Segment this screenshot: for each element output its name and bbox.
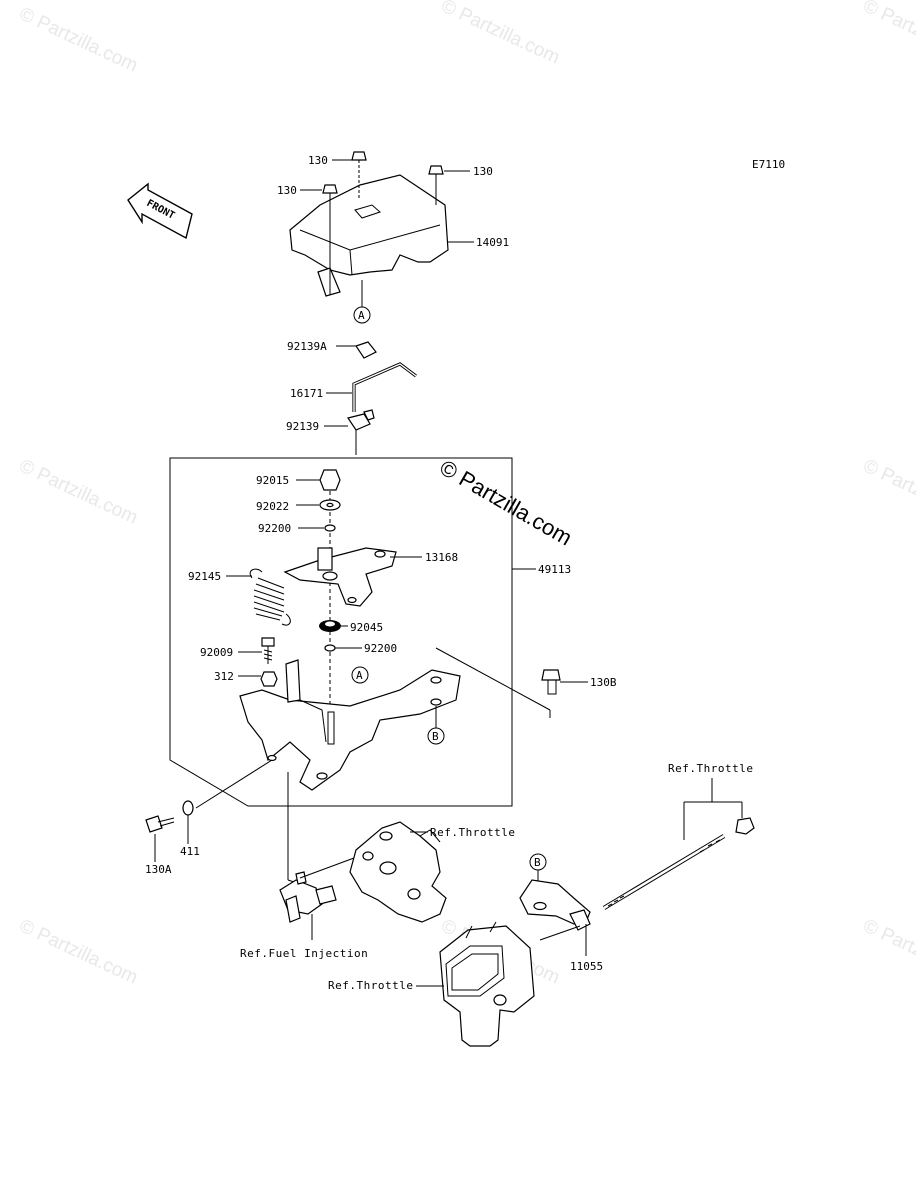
ref-throttle-1[interactable]: Ref.Throttle [430, 826, 515, 839]
watermark: © Partzilla.com [860, 455, 916, 528]
label-92139[interactable]: 92139 [286, 420, 319, 433]
label-13168[interactable]: 13168 [425, 551, 458, 564]
washer-411 [182, 800, 194, 816]
callout-b-right: B [534, 856, 541, 869]
bracket-plate [239, 659, 461, 791]
washer-92200-a [324, 524, 336, 532]
callout-a-assembly: A [356, 669, 363, 682]
bolt-130-top [351, 151, 367, 200]
bolt-92009 [261, 637, 275, 664]
watermark: © Partzilla.com [16, 915, 141, 988]
label-14091[interactable]: 14091 [476, 236, 509, 249]
rod-16171 [352, 362, 417, 412]
bushing-92045 [319, 620, 341, 632]
bolt-130-left [322, 184, 338, 295]
ref-fuel-injection[interactable]: Ref.Fuel Injection [240, 947, 368, 960]
label-130-top[interactable]: 130 [308, 154, 328, 167]
washer-92022 [319, 499, 341, 511]
bolt-130A [145, 815, 175, 833]
watermark: © Partzilla.com [438, 0, 563, 69]
watermark: © Partzilla.com [860, 0, 916, 69]
ref-throttle-3[interactable]: Ref.Throttle [328, 979, 413, 992]
label-92045[interactable]: 92045 [350, 621, 383, 634]
ref-throttle-2[interactable]: Ref.Throttle [668, 762, 753, 775]
label-11055[interactable]: 11055 [570, 960, 603, 973]
label-92145[interactable]: 92145 [188, 570, 221, 583]
clamp-92139A [355, 341, 377, 359]
bolt-130-right [428, 165, 444, 205]
spring-92145 [249, 568, 291, 626]
callout-b-assembly: B [432, 730, 439, 743]
label-130-right[interactable]: 130 [473, 165, 493, 178]
watermark: © Partzilla.com [16, 455, 141, 528]
clamp-92139 [347, 409, 375, 431]
cover-14091 [289, 174, 449, 297]
label-92022[interactable]: 92022 [256, 500, 289, 513]
watermark: © Partzilla.com [860, 915, 916, 988]
nut-rod-end [735, 817, 755, 835]
throttle-body-upper [349, 821, 447, 923]
label-92015[interactable]: 92015 [256, 474, 289, 487]
label-92200-b[interactable]: 92200 [364, 642, 397, 655]
bracket-11055 [519, 879, 591, 931]
nut-92015 [319, 469, 341, 491]
label-130B[interactable]: 130B [590, 676, 617, 689]
label-16171[interactable]: 16171 [290, 387, 323, 400]
throttle-body-lower [439, 921, 535, 1047]
watermarks: © Partzilla.com © Partzilla.com © Partzi… [16, 0, 916, 989]
watermark: © Partzilla.com [16, 3, 141, 76]
watermark-main: © Partzilla.com [436, 455, 577, 551]
lever-plate-13168 [283, 547, 397, 607]
label-49113[interactable]: 49113 [538, 563, 571, 576]
label-92200-a[interactable]: 92200 [258, 522, 291, 535]
label-130-left[interactable]: 130 [277, 184, 297, 197]
diagram-code: E7110 [752, 158, 785, 171]
washer-92200-b [324, 644, 336, 652]
label-92139A[interactable]: 92139A [287, 340, 327, 353]
label-130A[interactable]: 130A [145, 863, 172, 876]
label-312[interactable]: 312 [214, 670, 234, 683]
bolt-130B [541, 669, 561, 695]
callout-a-top: A [358, 309, 365, 322]
sensor-fuel-injection [279, 871, 337, 923]
nut-312 [260, 671, 278, 687]
front-arrow-icon: FRONT [127, 182, 193, 240]
label-92009[interactable]: 92009 [200, 646, 233, 659]
throttle-rod [602, 834, 726, 910]
assembly-frame-49113 [169, 457, 513, 807]
label-411[interactable]: 411 [180, 845, 200, 858]
